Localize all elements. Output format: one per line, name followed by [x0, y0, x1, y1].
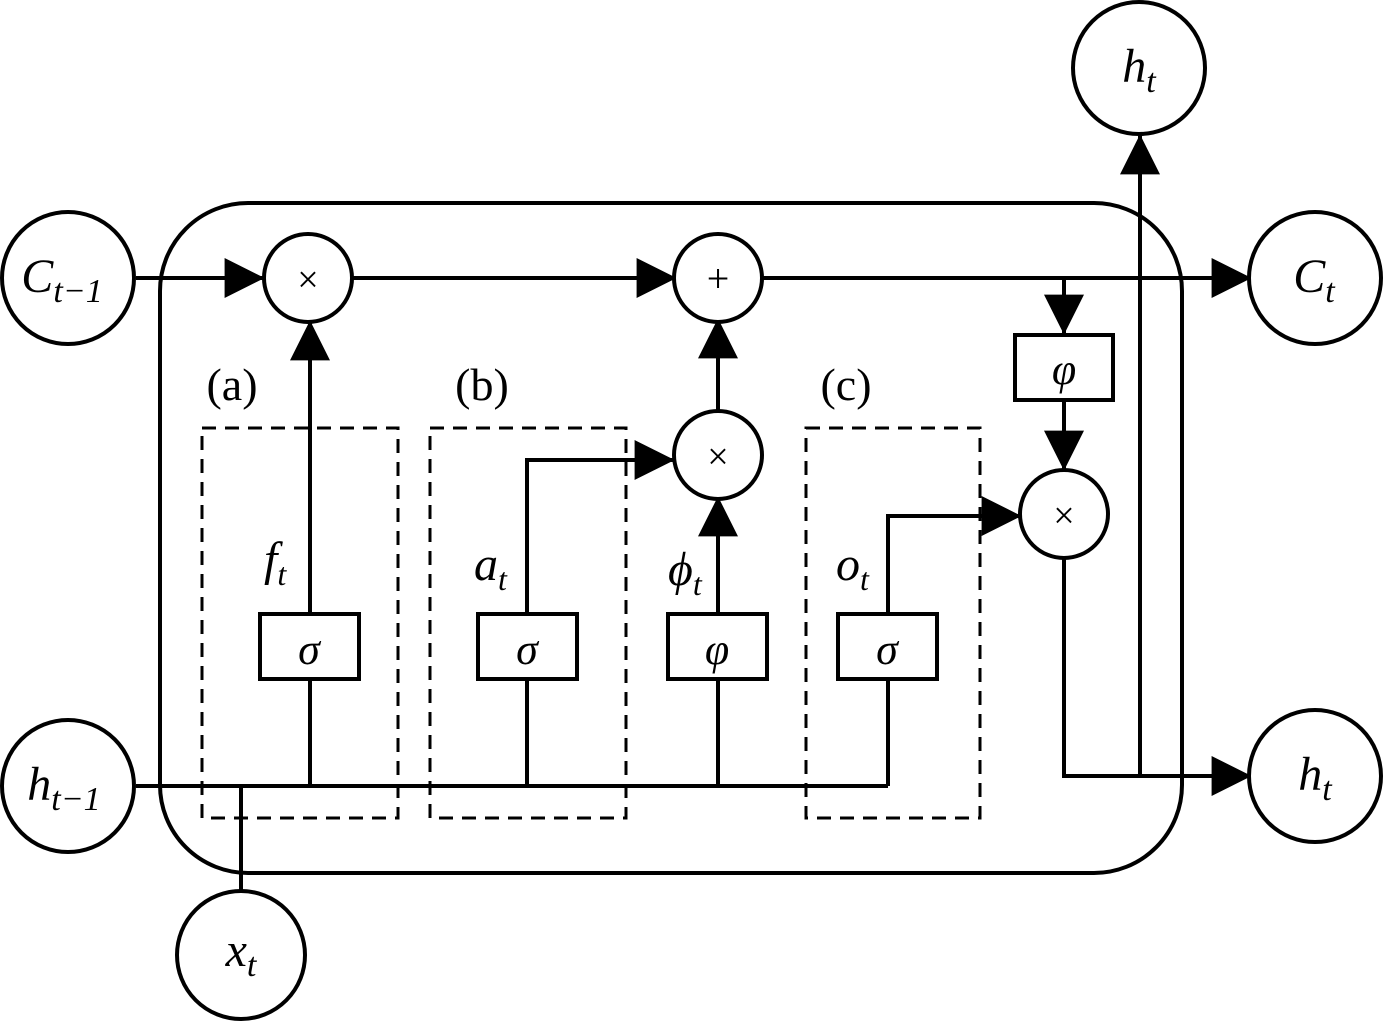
- c-prev-sub: t−1: [53, 273, 102, 310]
- signal-f-sub: t: [277, 556, 287, 592]
- x-in-main: x: [225, 924, 247, 977]
- sigma-forget-box: σ: [258, 612, 361, 681]
- h-out-top-main: h: [1122, 40, 1146, 93]
- h-out-right-sub: t: [1322, 771, 1333, 808]
- h-prev-node: ht−1: [0, 718, 136, 854]
- svg-text:ϕt: ϕt: [668, 543, 703, 602]
- signal-phi-sub: t: [693, 566, 703, 602]
- signal-a-sub: t: [498, 561, 508, 597]
- x-in-sub: t: [247, 947, 258, 984]
- mul-input-symbol: ×: [707, 436, 728, 478]
- line-ot-up: [886, 496, 1022, 612]
- sigma-input-box: σ: [476, 612, 579, 681]
- add-cell-symbol: +: [707, 256, 730, 301]
- cell-boundary: [158, 201, 1184, 875]
- sigma-forget-label: σ: [298, 625, 322, 674]
- gate-box-forget: [200, 426, 400, 820]
- svg-text:ot: ot: [836, 538, 870, 597]
- svg-text:Ct: Ct: [1293, 250, 1336, 310]
- h-out-top-sub: t: [1146, 63, 1157, 100]
- phi-candidate-label: φ: [705, 625, 729, 674]
- signal-o-sub: t: [860, 561, 870, 597]
- gate-label-a: (a): [206, 359, 257, 410]
- c-out-sub: t: [1325, 273, 1336, 310]
- gate-box-output: [804, 426, 982, 820]
- svg-text:at: at: [474, 538, 508, 597]
- gate-label-b: (b): [455, 359, 509, 410]
- x-in-node: xt: [175, 889, 307, 1021]
- signal-phi-main: ϕ: [668, 543, 693, 596]
- mul-forget-symbol: ×: [297, 259, 318, 301]
- sigma-output-label: σ: [876, 625, 900, 674]
- signal-o-main: o: [836, 538, 860, 591]
- svg-text:ht: ht: [1298, 748, 1333, 808]
- mul-output-operator: ×: [1018, 468, 1110, 560]
- c-out-node: Ct: [1247, 210, 1383, 346]
- c-prev-main: C: [21, 250, 54, 303]
- svg-text:Ct−1: Ct−1: [21, 250, 102, 310]
- h-out-right-node: ht: [1247, 708, 1383, 844]
- h-out-right-main: h: [1298, 748, 1322, 801]
- phi-candidate-box: φ: [666, 612, 769, 681]
- c-prev-node: Ct−1: [0, 210, 136, 346]
- add-cell-operator: +: [672, 232, 764, 324]
- phi-cell-label: φ: [1052, 345, 1076, 394]
- sigma-input-label: σ: [516, 625, 540, 674]
- phi-cell-box: φ: [1013, 333, 1115, 402]
- c-out-main: C: [1293, 250, 1326, 303]
- sigma-output-box: σ: [836, 612, 939, 681]
- h-prev-sub: t−1: [51, 781, 100, 818]
- line-mul-output-down: [1062, 559, 1140, 778]
- mul-output-symbol: ×: [1053, 495, 1074, 537]
- h-prev-main: h: [27, 758, 51, 811]
- mul-input-operator: ×: [672, 409, 764, 501]
- line-at-up: [525, 440, 675, 612]
- gate-box-input: [428, 426, 628, 820]
- svg-text:ht−1: ht−1: [27, 758, 100, 818]
- gate-label-c: (c): [820, 359, 871, 410]
- svg-text:ht: ht: [1122, 40, 1157, 100]
- mul-forget-operator: ×: [262, 232, 354, 324]
- svg-text:ft: ft: [264, 533, 287, 592]
- h-out-top-node: ht: [1071, 0, 1207, 136]
- signal-a-main: a: [474, 538, 498, 591]
- svg-text:xt: xt: [225, 924, 258, 984]
